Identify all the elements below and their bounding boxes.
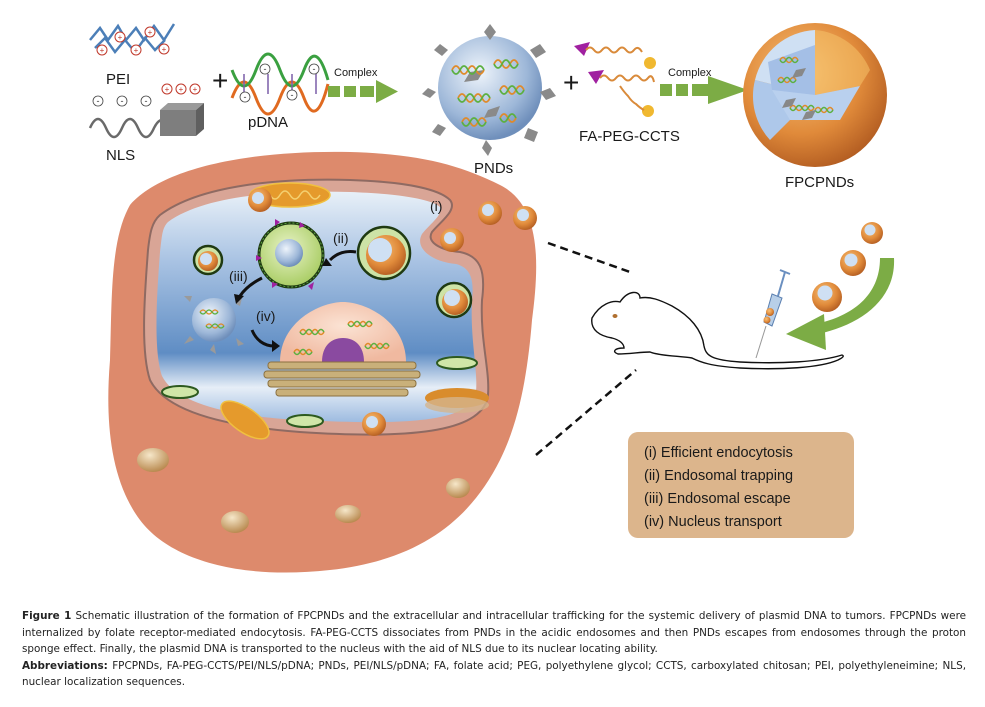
svg-text:+: + bbox=[179, 85, 184, 94]
complex-arrow-2 bbox=[660, 76, 748, 104]
svg-text:-: - bbox=[97, 96, 100, 106]
pdna-label: pDNA bbox=[248, 114, 289, 131]
pnds-label: PNDs bbox=[474, 160, 514, 177]
cell-illustration bbox=[108, 151, 537, 573]
svg-text:+: + bbox=[134, 46, 139, 55]
pei-label: PEI bbox=[106, 71, 131, 88]
fa-peg-ccts-label: FA-PEG-CCTS bbox=[579, 128, 680, 145]
step-iii-label: (iii) bbox=[229, 268, 248, 284]
dashed-connector-bottom bbox=[535, 369, 637, 456]
fpcpnds-label: FPCPNDs bbox=[785, 174, 855, 191]
svg-text:+: + bbox=[162, 45, 167, 54]
nls-label: NLS bbox=[106, 147, 136, 164]
svg-text:+: + bbox=[118, 33, 123, 42]
complex-arrow-1 bbox=[328, 80, 398, 103]
step-i-label: (i) bbox=[430, 198, 443, 214]
svg-text:+: + bbox=[148, 28, 153, 37]
legend-item-trapping: (ii) Endosomal trapping bbox=[644, 468, 794, 484]
extracellular-nanoparticles bbox=[478, 201, 883, 312]
figure-label: Figure 1 bbox=[22, 610, 72, 622]
pei-polymer-icon: + + + + + bbox=[89, 23, 176, 56]
svg-text:+: + bbox=[165, 85, 170, 94]
injection-arrow bbox=[786, 258, 895, 350]
mouse-icon bbox=[591, 291, 844, 370]
figure-caption-text: Schematic illustration of the formation … bbox=[22, 610, 967, 655]
schematic-figure: + + + + + - - - + + + + - - - - bbox=[88, 23, 895, 573]
pnds-nanoparticle-icon bbox=[422, 24, 556, 156]
legend-item-escape: (iii) Endosomal escape bbox=[644, 491, 791, 507]
step-iv-label: (iv) bbox=[256, 308, 276, 324]
svg-text:-: - bbox=[313, 64, 316, 74]
complex-label-1: Complex bbox=[334, 67, 378, 79]
complex-label-2: Complex bbox=[668, 67, 712, 79]
svg-text:-: - bbox=[121, 96, 124, 106]
abbreviations-label: Abbreviations: bbox=[22, 659, 108, 672]
plus-sign: + bbox=[212, 65, 228, 96]
pdna-helix-icon: - - - - bbox=[230, 52, 330, 116]
nls-peptide-icon: - - - + + + bbox=[88, 83, 204, 139]
legend-item-endocytosis: (i) Efficient endocytosis bbox=[644, 445, 793, 461]
fpcpnds-nanoparticle-icon bbox=[743, 23, 887, 167]
figure-caption: Figure 1 Schematic illustration of the f… bbox=[22, 608, 966, 691]
plus-sign: + bbox=[563, 67, 579, 98]
abbreviations-text: FPCPNDs, FA-PEG-CCTS/PEI/NLS/pDNA; PNDs,… bbox=[22, 659, 966, 689]
dashed-connector-top bbox=[547, 241, 631, 274]
fa-peg-ccts-polymer-icon bbox=[574, 42, 656, 117]
svg-text:-: - bbox=[264, 64, 267, 74]
step-ii-label: (ii) bbox=[333, 230, 349, 246]
svg-text:+: + bbox=[100, 46, 105, 55]
svg-text:-: - bbox=[145, 96, 148, 106]
svg-text:-: - bbox=[244, 92, 247, 102]
svg-text:+: + bbox=[193, 85, 198, 94]
steps-legend-box: (i) Efficient endocytosis (ii) Endosomal… bbox=[628, 432, 854, 538]
svg-text:-: - bbox=[291, 90, 294, 100]
syringe-icon bbox=[755, 269, 791, 359]
legend-item-nucleus-transport: (iv) Nucleus transport bbox=[644, 514, 782, 530]
